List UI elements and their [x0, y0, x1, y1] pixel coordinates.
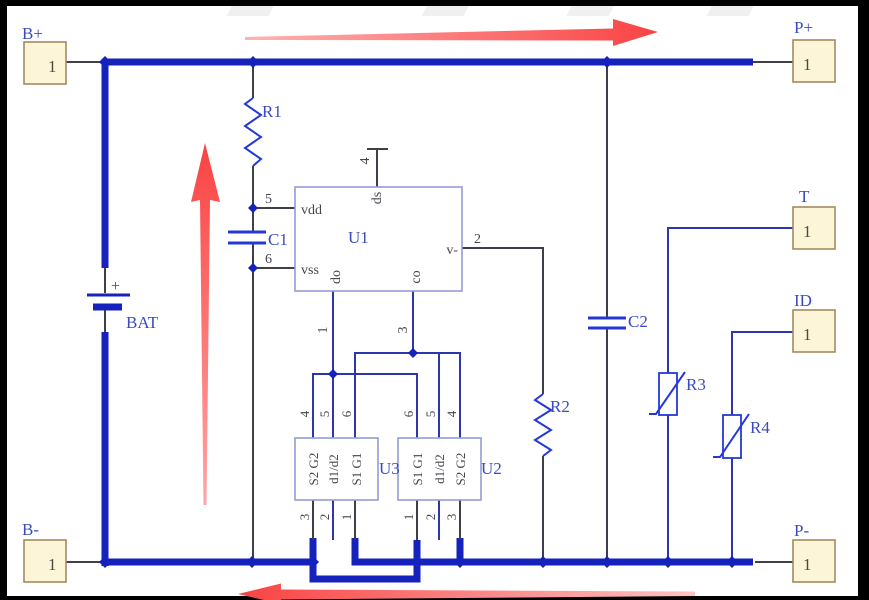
ic-u1-label: U1	[348, 228, 369, 247]
junction	[408, 348, 418, 358]
frame-left	[0, 0, 7, 600]
resistor-r2-label: R2	[550, 397, 570, 416]
co-gate-net-wire	[354, 352, 461, 438]
junction	[248, 263, 258, 273]
u3-bottom-pin-1: 1	[339, 514, 354, 521]
u1-pin-vminus-name: v-	[446, 243, 458, 258]
u3-column-d1d2: d1/d2	[326, 454, 341, 484]
u3-top-pin-4: 4	[297, 410, 312, 417]
resistor-r1	[243, 97, 263, 167]
junction	[537, 556, 549, 568]
junction-dots	[99, 56, 738, 568]
u2-column-s1g1: S1 G1	[410, 453, 425, 486]
terminal-p-minus-box	[792, 539, 836, 583]
terminal-b-minus-pin: 1	[48, 555, 57, 574]
u2-top-pin-4: 4	[444, 410, 459, 417]
u1-pin-vss-number: 6	[265, 252, 272, 267]
u1-pin-vdd-name: vdd	[301, 203, 322, 218]
thermistor-r3-diagonal	[649, 371, 686, 415]
thermistor-r3-body	[658, 372, 678, 416]
do-gate-net-wire	[312, 373, 418, 438]
terminal-b-plus-box	[23, 41, 67, 85]
terminal-t-pin: 1	[803, 222, 812, 241]
terminal-t-label: T	[799, 187, 810, 206]
mosfet-u2-label: U2	[481, 459, 502, 478]
v-minus-wire	[462, 247, 544, 394]
thermistor-r3-label: R3	[686, 375, 706, 394]
u1-pin-do-name: do	[329, 270, 344, 284]
current-flow-arrow-left	[191, 143, 220, 505]
u1-pin-ds-name: ds	[370, 192, 385, 204]
battery-label: BAT	[126, 313, 159, 332]
junction	[601, 56, 613, 68]
junction	[247, 56, 259, 68]
mosfet-u3-label: U3	[379, 459, 400, 478]
u3-bottom-pin-2: 2	[317, 514, 332, 521]
junction	[601, 556, 613, 568]
u3-top-pin-5: 5	[317, 411, 332, 418]
p-minus-rail-wire	[351, 538, 753, 566]
terminal-b-plus-pin: 1	[48, 57, 57, 76]
junction	[662, 556, 674, 568]
thermistor-r4-body	[722, 414, 742, 459]
resistor-r2	[533, 393, 553, 457]
junction	[307, 556, 319, 568]
terminal-b-minus-label: B-	[22, 520, 39, 539]
junction	[328, 369, 338, 379]
resistor-r1-label: R1	[262, 102, 282, 121]
u3-bottom-pin-3: 3	[297, 514, 312, 521]
id-terminal-wire	[731, 331, 793, 415]
current-flow-arrow-top	[245, 19, 658, 46]
u3-top-pin-6: 6	[339, 410, 354, 417]
terminal-p-plus-box	[792, 39, 836, 83]
u1-pin-vdd-number: 5	[265, 192, 272, 207]
t-terminal-wire	[667, 227, 793, 373]
u1-pin-ds-number: 4	[358, 158, 373, 165]
mosfet-u2-body	[397, 437, 482, 501]
junction	[726, 556, 738, 568]
u1-pin-do-number: 1	[316, 327, 331, 334]
junction	[99, 56, 111, 68]
u2-column-d1d2: d1/d2	[432, 454, 447, 484]
thermistor-r4-label: R4	[750, 418, 770, 437]
terminal-id-pin: 1	[803, 325, 812, 344]
terminal-t-box	[792, 206, 836, 250]
u3-column-s2g2: S2 G2	[306, 453, 321, 486]
u3-column-s1g1: S1 G1	[349, 453, 364, 486]
terminal-id-label: ID	[794, 291, 812, 310]
frame-right	[858, 0, 869, 600]
terminal-b-minus-box	[23, 539, 67, 583]
ic-u1-body	[294, 186, 463, 292]
junction	[99, 556, 111, 568]
u2-bottom-pin-3: 3	[444, 514, 459, 521]
junction	[246, 556, 258, 568]
terminal-p-minus-label: P-	[794, 521, 809, 540]
u1-pin-vss-name: vss	[301, 263, 319, 278]
u2-column-s2g2: S2 G2	[453, 453, 468, 486]
junction	[454, 556, 466, 568]
u2-bottom-pin-2: 2	[423, 514, 438, 521]
u1-pin-vminus-number: 2	[474, 232, 481, 247]
u1-pin-co-name: co	[409, 270, 424, 283]
terminal-p-plus-label: P+	[794, 18, 813, 37]
terminal-p-plus-pin: 1	[803, 55, 812, 74]
thermistor-r4-diagonal	[713, 413, 750, 458]
capacitor-c2-label: C2	[628, 312, 648, 331]
battery-plus-sign: +	[111, 278, 120, 295]
u2-bottom-pin-1: 1	[401, 514, 416, 521]
terminal-p-minus-pin: 1	[803, 555, 812, 574]
current-flow-arrow-bottom	[238, 583, 695, 600]
mosfet-u3-body	[294, 437, 379, 501]
frame-top	[0, 0, 869, 6]
u2-top-pin-5: 5	[423, 411, 438, 418]
u1-pin-co-number: 3	[396, 327, 411, 334]
capacitor-c1-label: C1	[268, 230, 288, 249]
u2-top-pin-6: 6	[401, 410, 416, 417]
junction	[248, 203, 258, 213]
terminal-b-plus-label: B+	[22, 24, 43, 43]
terminal-id-box	[792, 309, 836, 353]
